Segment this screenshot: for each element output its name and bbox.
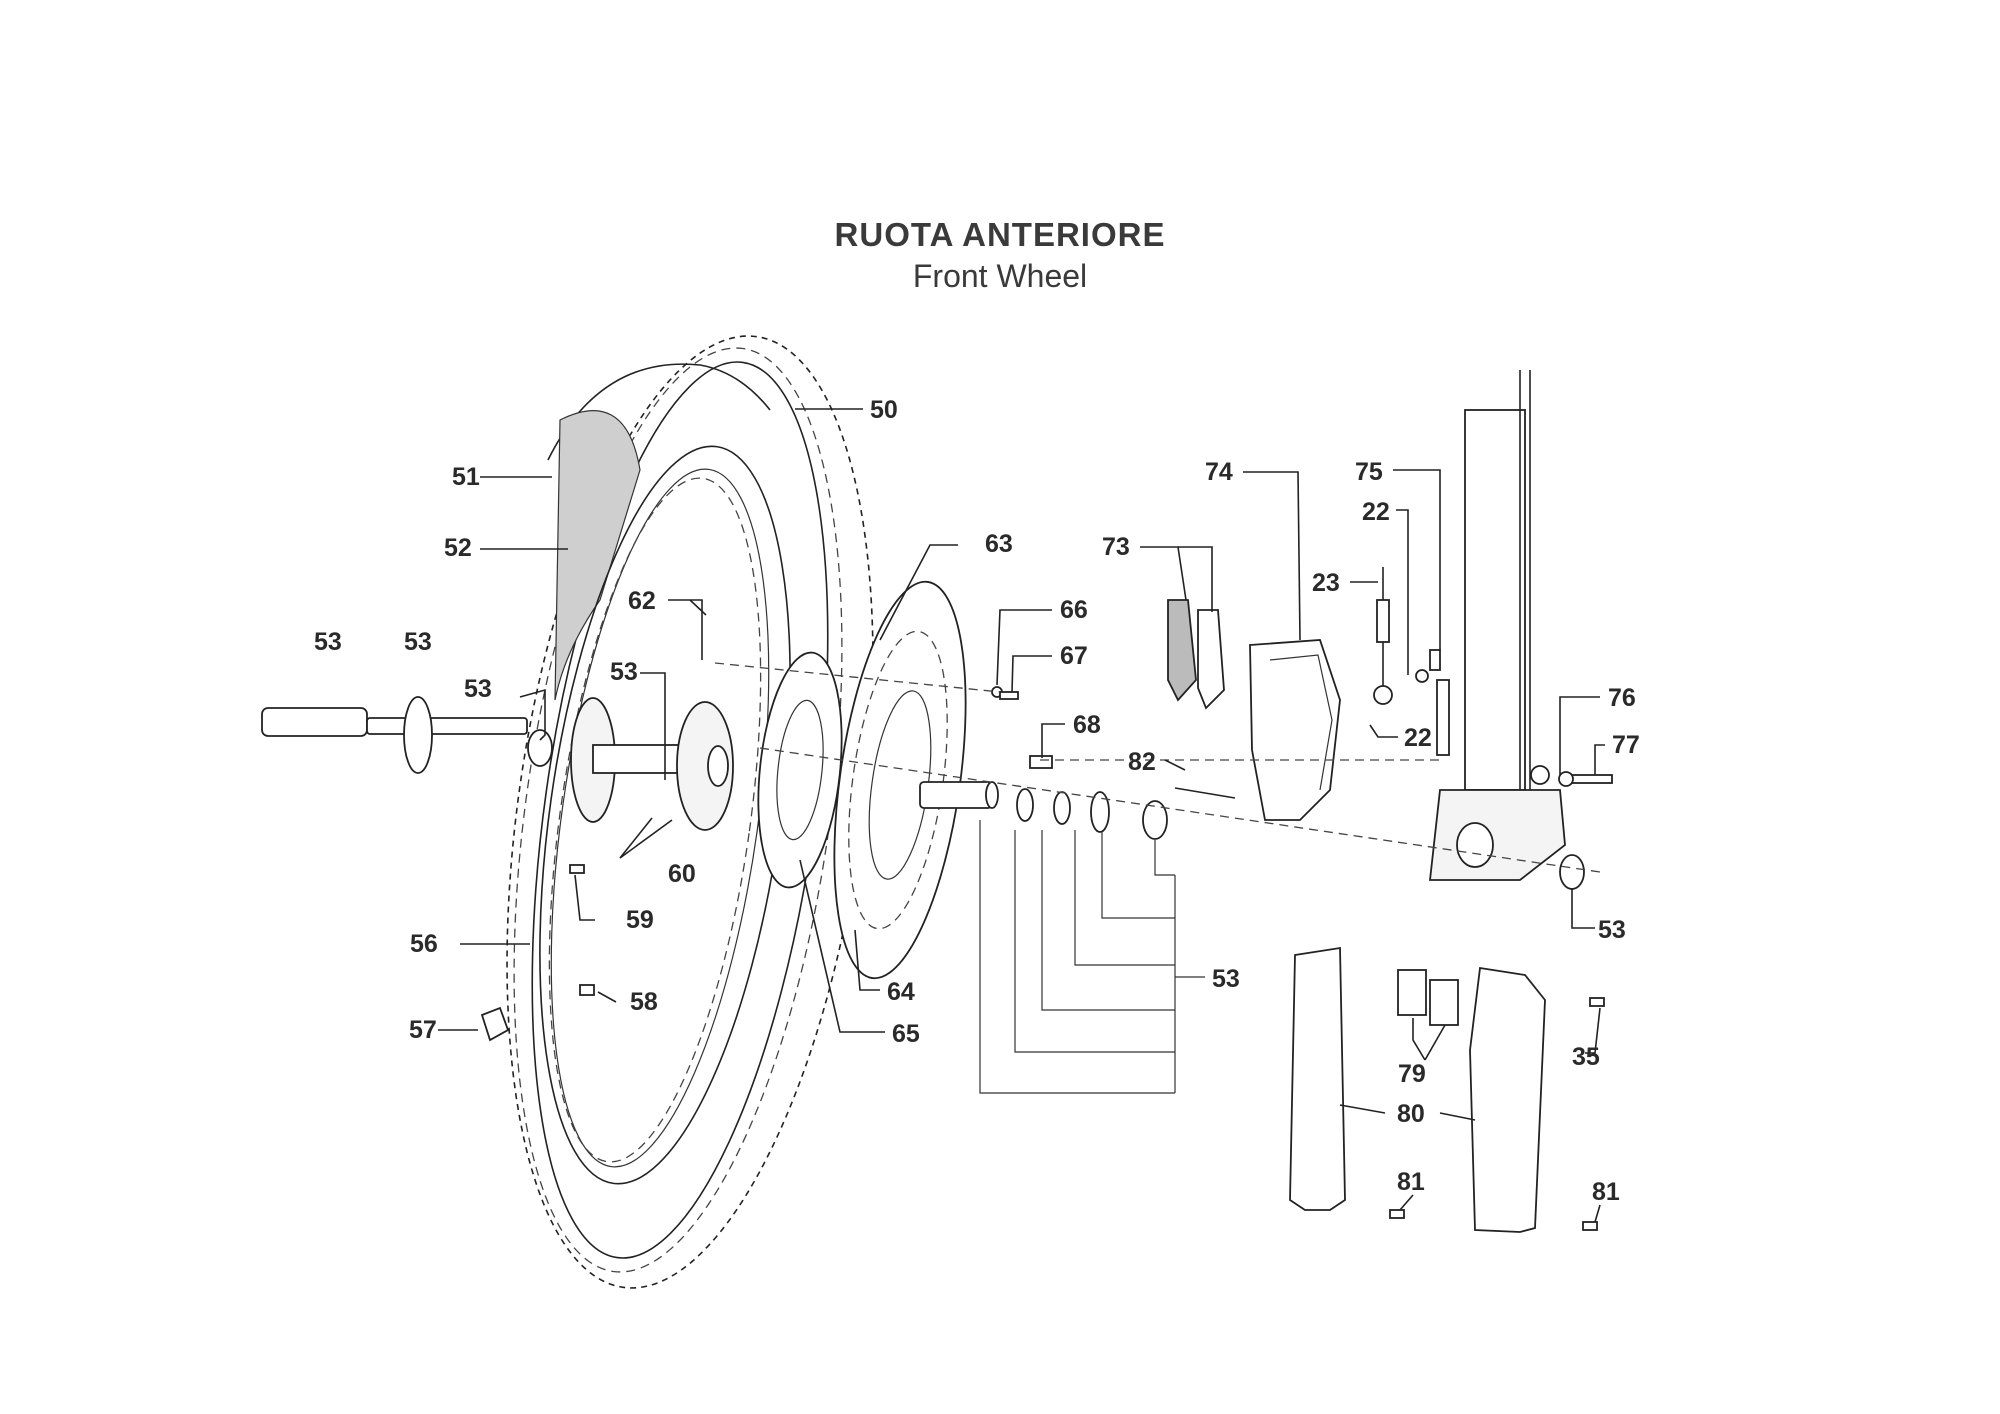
- fork-tube: [1464, 370, 1531, 791]
- tyre-section: [554, 410, 641, 701]
- guard-plates-79: [1397, 969, 1459, 1026]
- spacer-53: [527, 729, 553, 767]
- callout-53: 53: [610, 658, 638, 686]
- callout-51: 51: [452, 463, 480, 491]
- valve-58: [579, 984, 595, 996]
- leader-lines: [438, 408, 1605, 1223]
- callout-73: 73: [1102, 533, 1130, 561]
- fork-guard-left: [1289, 946, 1346, 1211]
- callout-62: 62: [628, 587, 656, 615]
- callout-56: 56: [410, 930, 438, 958]
- bolt-stud-22: [1436, 679, 1450, 756]
- brake-hose-23: [1373, 567, 1393, 705]
- tyre: [506, 335, 874, 1289]
- callout-52: 52: [444, 534, 472, 562]
- spoke-nipple-57: [480, 1006, 510, 1042]
- callout-67: 67: [1060, 642, 1088, 670]
- bolt-77: [1558, 771, 1613, 787]
- diagram-subtitle: Front Wheel: [912, 258, 1088, 294]
- hub: [676, 701, 734, 831]
- callout-77: 77: [1612, 731, 1640, 759]
- axle-nut-53-right: [1559, 854, 1585, 890]
- brake-caliper: [1249, 639, 1341, 821]
- callout-22: 22: [1362, 498, 1390, 526]
- screw-59: [569, 864, 585, 874]
- callout-79: 79: [1398, 1060, 1426, 1088]
- axis-line-upper: [714, 662, 1001, 693]
- callout-50: 50: [870, 396, 898, 424]
- callout-76: 76: [1608, 684, 1636, 712]
- callout-81: 81: [1592, 1178, 1620, 1206]
- callout-22: 22: [1404, 724, 1432, 752]
- callout-59: 59: [626, 906, 654, 934]
- brake-pads: [1167, 599, 1225, 710]
- bolts-66-67-68: [991, 686, 1053, 769]
- callout-74: 74: [1205, 458, 1233, 486]
- callout-53: 53: [404, 628, 432, 656]
- callout-75: 75: [1355, 458, 1383, 486]
- axis-line-main: [759, 747, 1601, 873]
- callout-68: 68: [1073, 711, 1101, 739]
- callout-81: 81: [1397, 1168, 1425, 1196]
- diagram-title: RUOTA ANTERIORE: [834, 216, 1166, 253]
- callout-60: 60: [668, 860, 696, 888]
- front-axle: [261, 696, 528, 774]
- callout-53: 53: [1598, 916, 1626, 944]
- callout-53: 53: [464, 675, 492, 703]
- callout-23: 23: [1312, 569, 1340, 597]
- callout-53: 53: [314, 628, 342, 656]
- callout-labels: 50 51 52 53 53 53 53 53 53 56 57 58 59 6…: [314, 396, 1640, 1206]
- callout-80: 80: [1397, 1100, 1425, 1128]
- callout-66: 66: [1060, 596, 1088, 624]
- callout-64: 64: [887, 978, 915, 1006]
- fork-foot: [1428, 765, 1566, 881]
- callout-57: 57: [409, 1016, 437, 1044]
- spacer-sleeve: [919, 781, 999, 809]
- caliper-pin-82: [1174, 787, 1236, 799]
- callout-58: 58: [630, 988, 658, 1016]
- callout-63: 63: [985, 530, 1013, 558]
- callout-82: 82: [1128, 748, 1156, 776]
- bolt-75: [1415, 649, 1441, 683]
- callout-35: 35: [1572, 1043, 1600, 1071]
- brake-disc: [833, 580, 967, 980]
- small-screws: [1389, 997, 1605, 1231]
- callout-65: 65: [892, 1020, 920, 1048]
- callout-53: 53: [1212, 965, 1240, 993]
- fork-guard-right: [1469, 966, 1546, 1233]
